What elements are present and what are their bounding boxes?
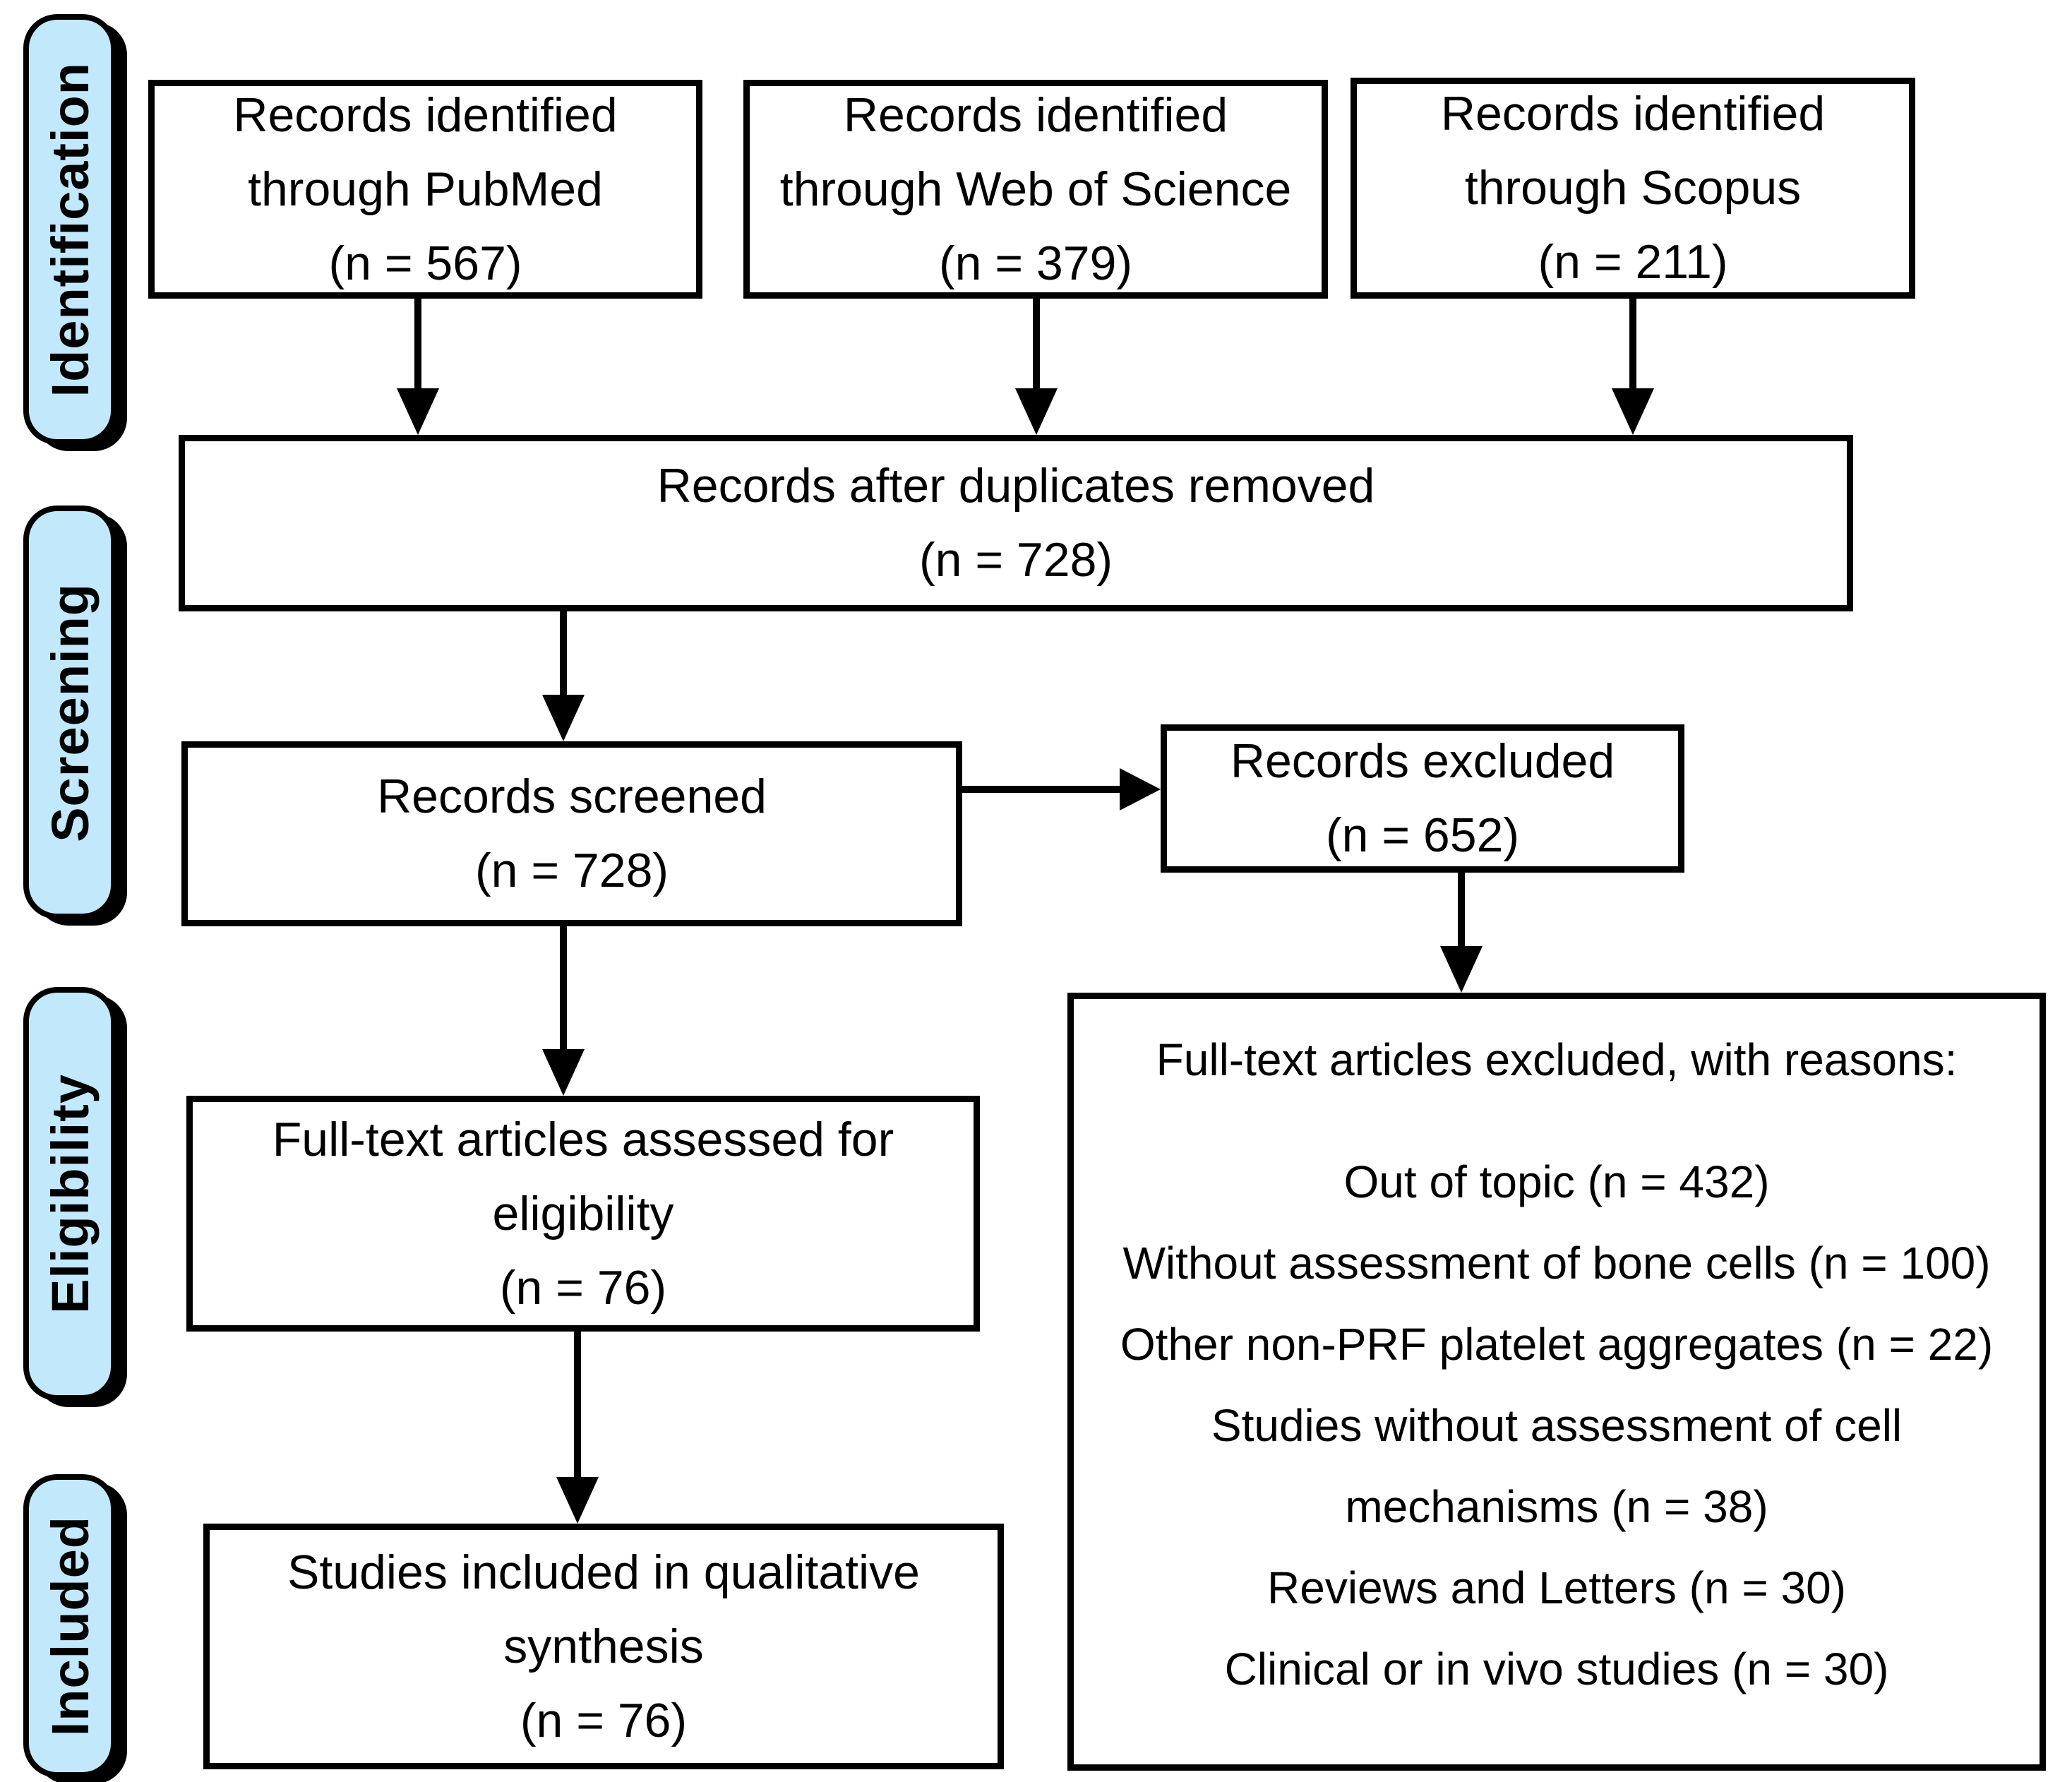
- reason-no-bone-cells: Without assessment of bone cells (n = 10…: [1122, 1238, 1991, 1288]
- box-records-excluded: Records excluded (n = 652): [1161, 724, 1684, 873]
- box-duplicates-removed-count: (n = 728): [918, 533, 1113, 587]
- reason-clinical-in-vivo: Clinical or in vivo studies (n = 30): [1224, 1644, 1889, 1694]
- box-records-screened-line: Records screened: [377, 770, 767, 823]
- box-records-wos-line: Records identified: [843, 88, 1228, 142]
- stage-eligibility-label: Eligibility: [40, 1074, 100, 1314]
- fulltext-excluded-reason-list: Out of topic (n = 432) Without assessmen…: [1079, 1142, 2034, 1710]
- box-duplicates-removed-line: Records after duplicates removed: [657, 459, 1375, 513]
- box-records-pubmed: Records identified through PubMed (n = 5…: [148, 80, 702, 299]
- box-records-excluded-line: Records excluded: [1230, 734, 1615, 788]
- stage-eligibility: Eligibility: [23, 987, 116, 1401]
- box-records-excluded-count: (n = 652): [1325, 808, 1520, 862]
- box-records-pubmed-line: through PubMed: [248, 162, 603, 216]
- box-studies-included-count: (n = 76): [520, 1693, 688, 1747]
- box-studies-included-line: synthesis: [503, 1619, 704, 1673]
- box-fulltext-assessed-line: Full-text articles assessed for: [272, 1112, 894, 1166]
- fulltext-excluded-title: Full-text articles excluded, with reason…: [1156, 1034, 1958, 1085]
- reason-non-prf-aggregates: Other non-PRF platelet aggregates (n = 2…: [1120, 1319, 1994, 1370]
- box-records-screened: Records screened (n = 728): [181, 741, 962, 926]
- box-records-scopus-line: Records identified: [1440, 87, 1826, 140]
- box-duplicates-removed: Records after duplicates removed (n = 72…: [179, 435, 1853, 611]
- reason-out-of-topic: Out of topic (n = 432): [1343, 1156, 1770, 1207]
- stage-identification: Identification: [23, 14, 116, 445]
- stage-screening-label: Screening: [40, 582, 100, 842]
- reason-reviews-letters: Reviews and Letters (n = 30): [1267, 1562, 1846, 1613]
- box-records-web-of-science: Records identified through Web of Scienc…: [743, 80, 1328, 299]
- box-fulltext-assessed: Full-text articles assessed for eligibil…: [186, 1096, 980, 1332]
- stage-included-label: Included: [40, 1515, 100, 1737]
- box-records-scopus-count: (n = 211): [1538, 235, 1728, 289]
- box-records-wos-count: (n = 379): [938, 236, 1133, 290]
- stage-screening: Screening: [23, 506, 116, 919]
- box-studies-included-line: Studies included in qualitative: [287, 1545, 920, 1599]
- box-records-pubmed-count: (n = 567): [328, 236, 522, 290]
- stage-included: Included: [23, 1474, 116, 1778]
- box-records-scopus-line: through Scopus: [1464, 161, 1802, 215]
- box-records-wos-line: through Web of Science: [779, 162, 1292, 216]
- stage-identification-label: Identification: [40, 61, 100, 397]
- box-records-screened-count: (n = 728): [474, 844, 669, 897]
- box-fulltext-assessed-line: eligibility: [492, 1186, 674, 1240]
- box-fulltext-excluded-reasons: Full-text articles excluded, with reason…: [1067, 993, 2046, 1771]
- box-records-pubmed-line: Records identified: [233, 88, 618, 142]
- box-fulltext-assessed-count: (n = 76): [499, 1260, 667, 1315]
- box-studies-included: Studies included in qualitative synthesi…: [203, 1524, 1004, 1769]
- box-records-scopus: Records identified through Scopus (n = 2…: [1351, 78, 1915, 299]
- reason-no-cell-mechanisms: Studies without assessment of cell mecha…: [1211, 1400, 1903, 1532]
